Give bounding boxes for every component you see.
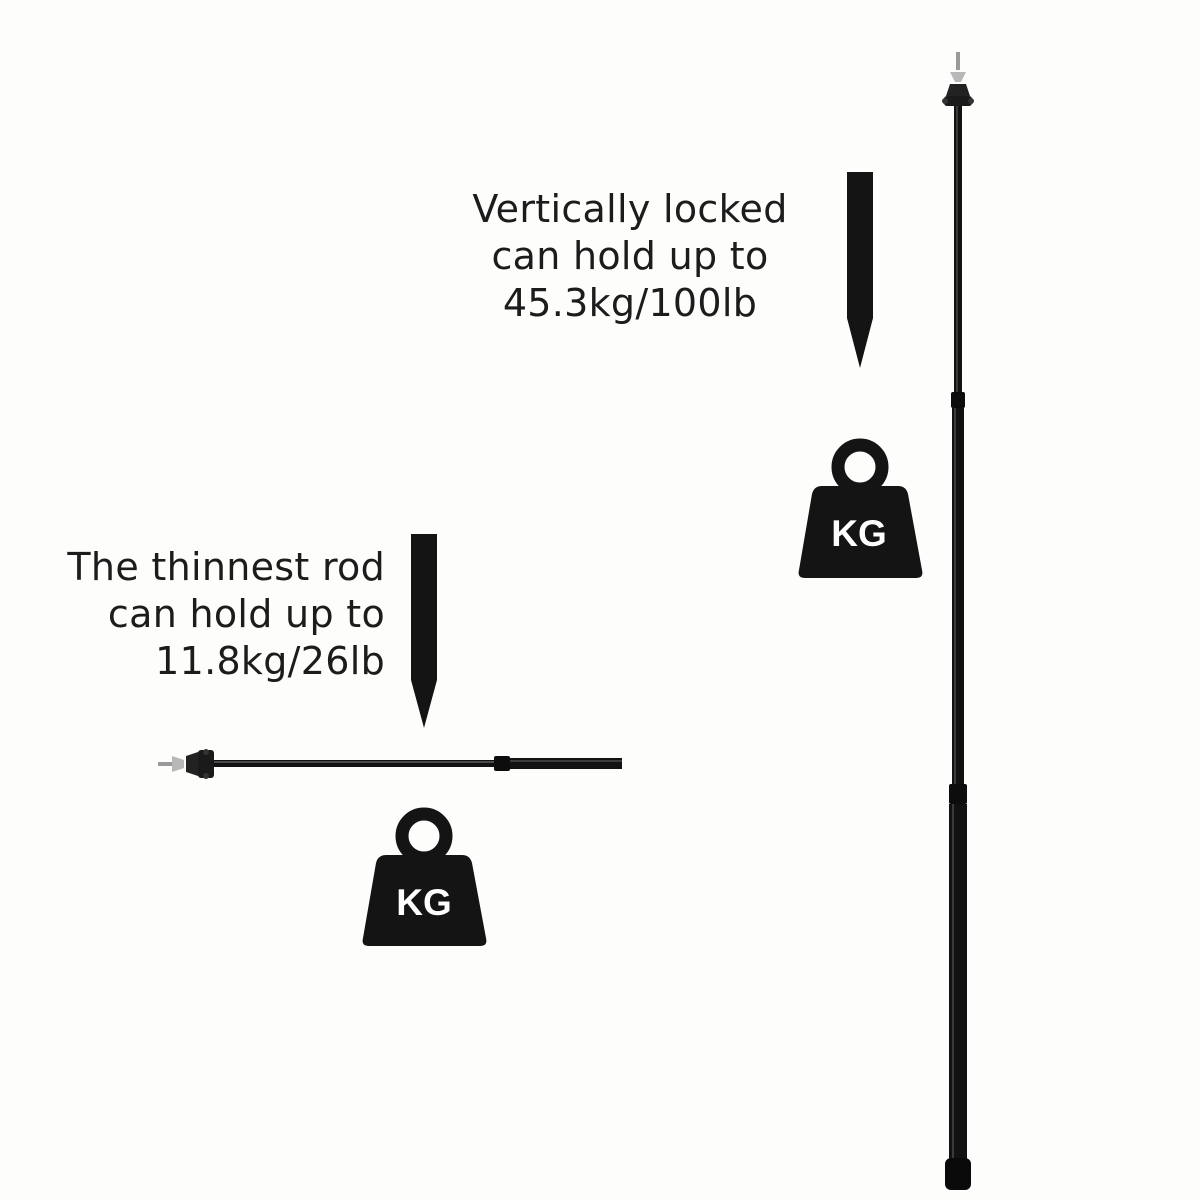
- weight-icon: [362, 807, 487, 946]
- horizontal-tent-pole-icon: [158, 749, 622, 779]
- caption-line: The thinnest rod: [67, 545, 385, 589]
- arrow-down-icon: [847, 172, 873, 368]
- arrow-down-icon: [411, 534, 437, 728]
- weight-icon: [798, 438, 923, 578]
- caption-line: Vertically locked: [472, 187, 788, 231]
- vertical-tent-pole-icon: [942, 52, 974, 1190]
- caption-line: can hold up to: [107, 592, 385, 636]
- caption-line: 45.3kg/100lb: [502, 281, 758, 325]
- vertical-capacity-caption: Vertically locked can hold up to 45.3kg/…: [440, 186, 820, 327]
- weight-label: KG: [396, 882, 452, 923]
- thinnest-rod-capacity-caption: The thinnest rod can hold up to 11.8kg/2…: [30, 544, 385, 685]
- weight-label: KG: [831, 513, 887, 554]
- caption-line: can hold up to: [491, 234, 769, 278]
- caption-line: 11.8kg/26lb: [155, 639, 385, 683]
